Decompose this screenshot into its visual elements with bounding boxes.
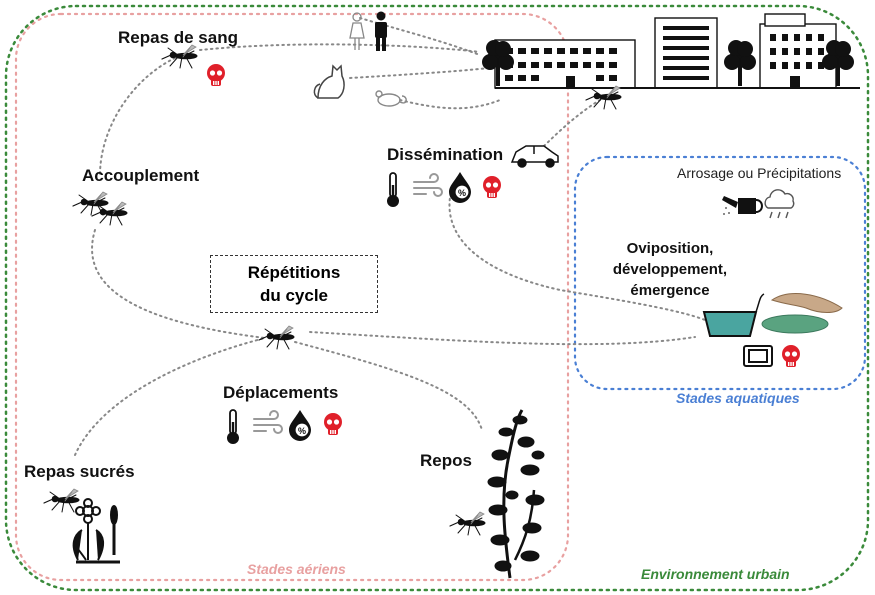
rat-icon [375, 90, 407, 107]
man-icon [375, 11, 387, 51]
skull-icon [483, 176, 501, 198]
plant-silhouette-icon [487, 409, 545, 579]
humidity-percent-icon [288, 409, 312, 442]
label-repas-sucres: Repas sucrés [24, 462, 135, 481]
label-repos: Repos [420, 451, 472, 470]
oviposition-line2: développement, [612, 261, 728, 278]
puddle-icon [761, 293, 843, 334]
wind-icon [253, 410, 283, 434]
mosquito-blood-meal [161, 44, 198, 69]
tire-icon [743, 345, 773, 367]
mosquito-center [258, 325, 295, 350]
rain-cloud-icon [764, 189, 795, 219]
label-oviposition: Oviposition, développement, émergence [600, 238, 740, 301]
cycle-paths [74, 17, 706, 456]
label-arrosage: Arrosage ou Précipitations [677, 165, 842, 181]
wind-icon [413, 173, 443, 197]
cycle-repetition-line2: du cycle [259, 286, 329, 305]
thermometer-icon [226, 409, 240, 445]
skull-icon [207, 64, 225, 86]
label-stades-aeriens: Stades aériens [247, 561, 346, 577]
aquatic-stages-boundary [573, 155, 867, 391]
label-deplacements: Déplacements [223, 383, 339, 402]
skull-icon [782, 345, 800, 367]
label-repas-de-sang: Repas de sang [118, 28, 238, 47]
label-accouplement: Accouplement [82, 166, 200, 185]
humidity-percent-icon [448, 171, 472, 204]
oviposition-line3: émergence [630, 282, 710, 299]
label-environnement-urbain: Environnement urbain [641, 566, 790, 582]
cycle-repetition-line1: Répétitions [247, 263, 341, 282]
label-dissemination: Dissémination [387, 145, 504, 164]
tree-icon [724, 40, 756, 86]
watering-can-icon [722, 196, 763, 215]
skull-icon [324, 413, 342, 435]
mosquito-resting [449, 511, 486, 536]
thermometer-icon [386, 172, 400, 208]
label-stades-aquatiques: Stades aquatiques [676, 390, 800, 406]
cycle-repetition-box: Répétitions du cycle [210, 255, 378, 313]
oviposition-line1: Oviposition, [626, 240, 714, 257]
woman-icon [349, 12, 365, 50]
cat-icon [313, 64, 345, 99]
aerial-stages-boundary [14, 12, 570, 582]
mosquito-sugar [43, 488, 80, 513]
car-icon [510, 145, 559, 168]
water-container-icon [702, 293, 765, 337]
flower-plant-icon [72, 498, 120, 564]
